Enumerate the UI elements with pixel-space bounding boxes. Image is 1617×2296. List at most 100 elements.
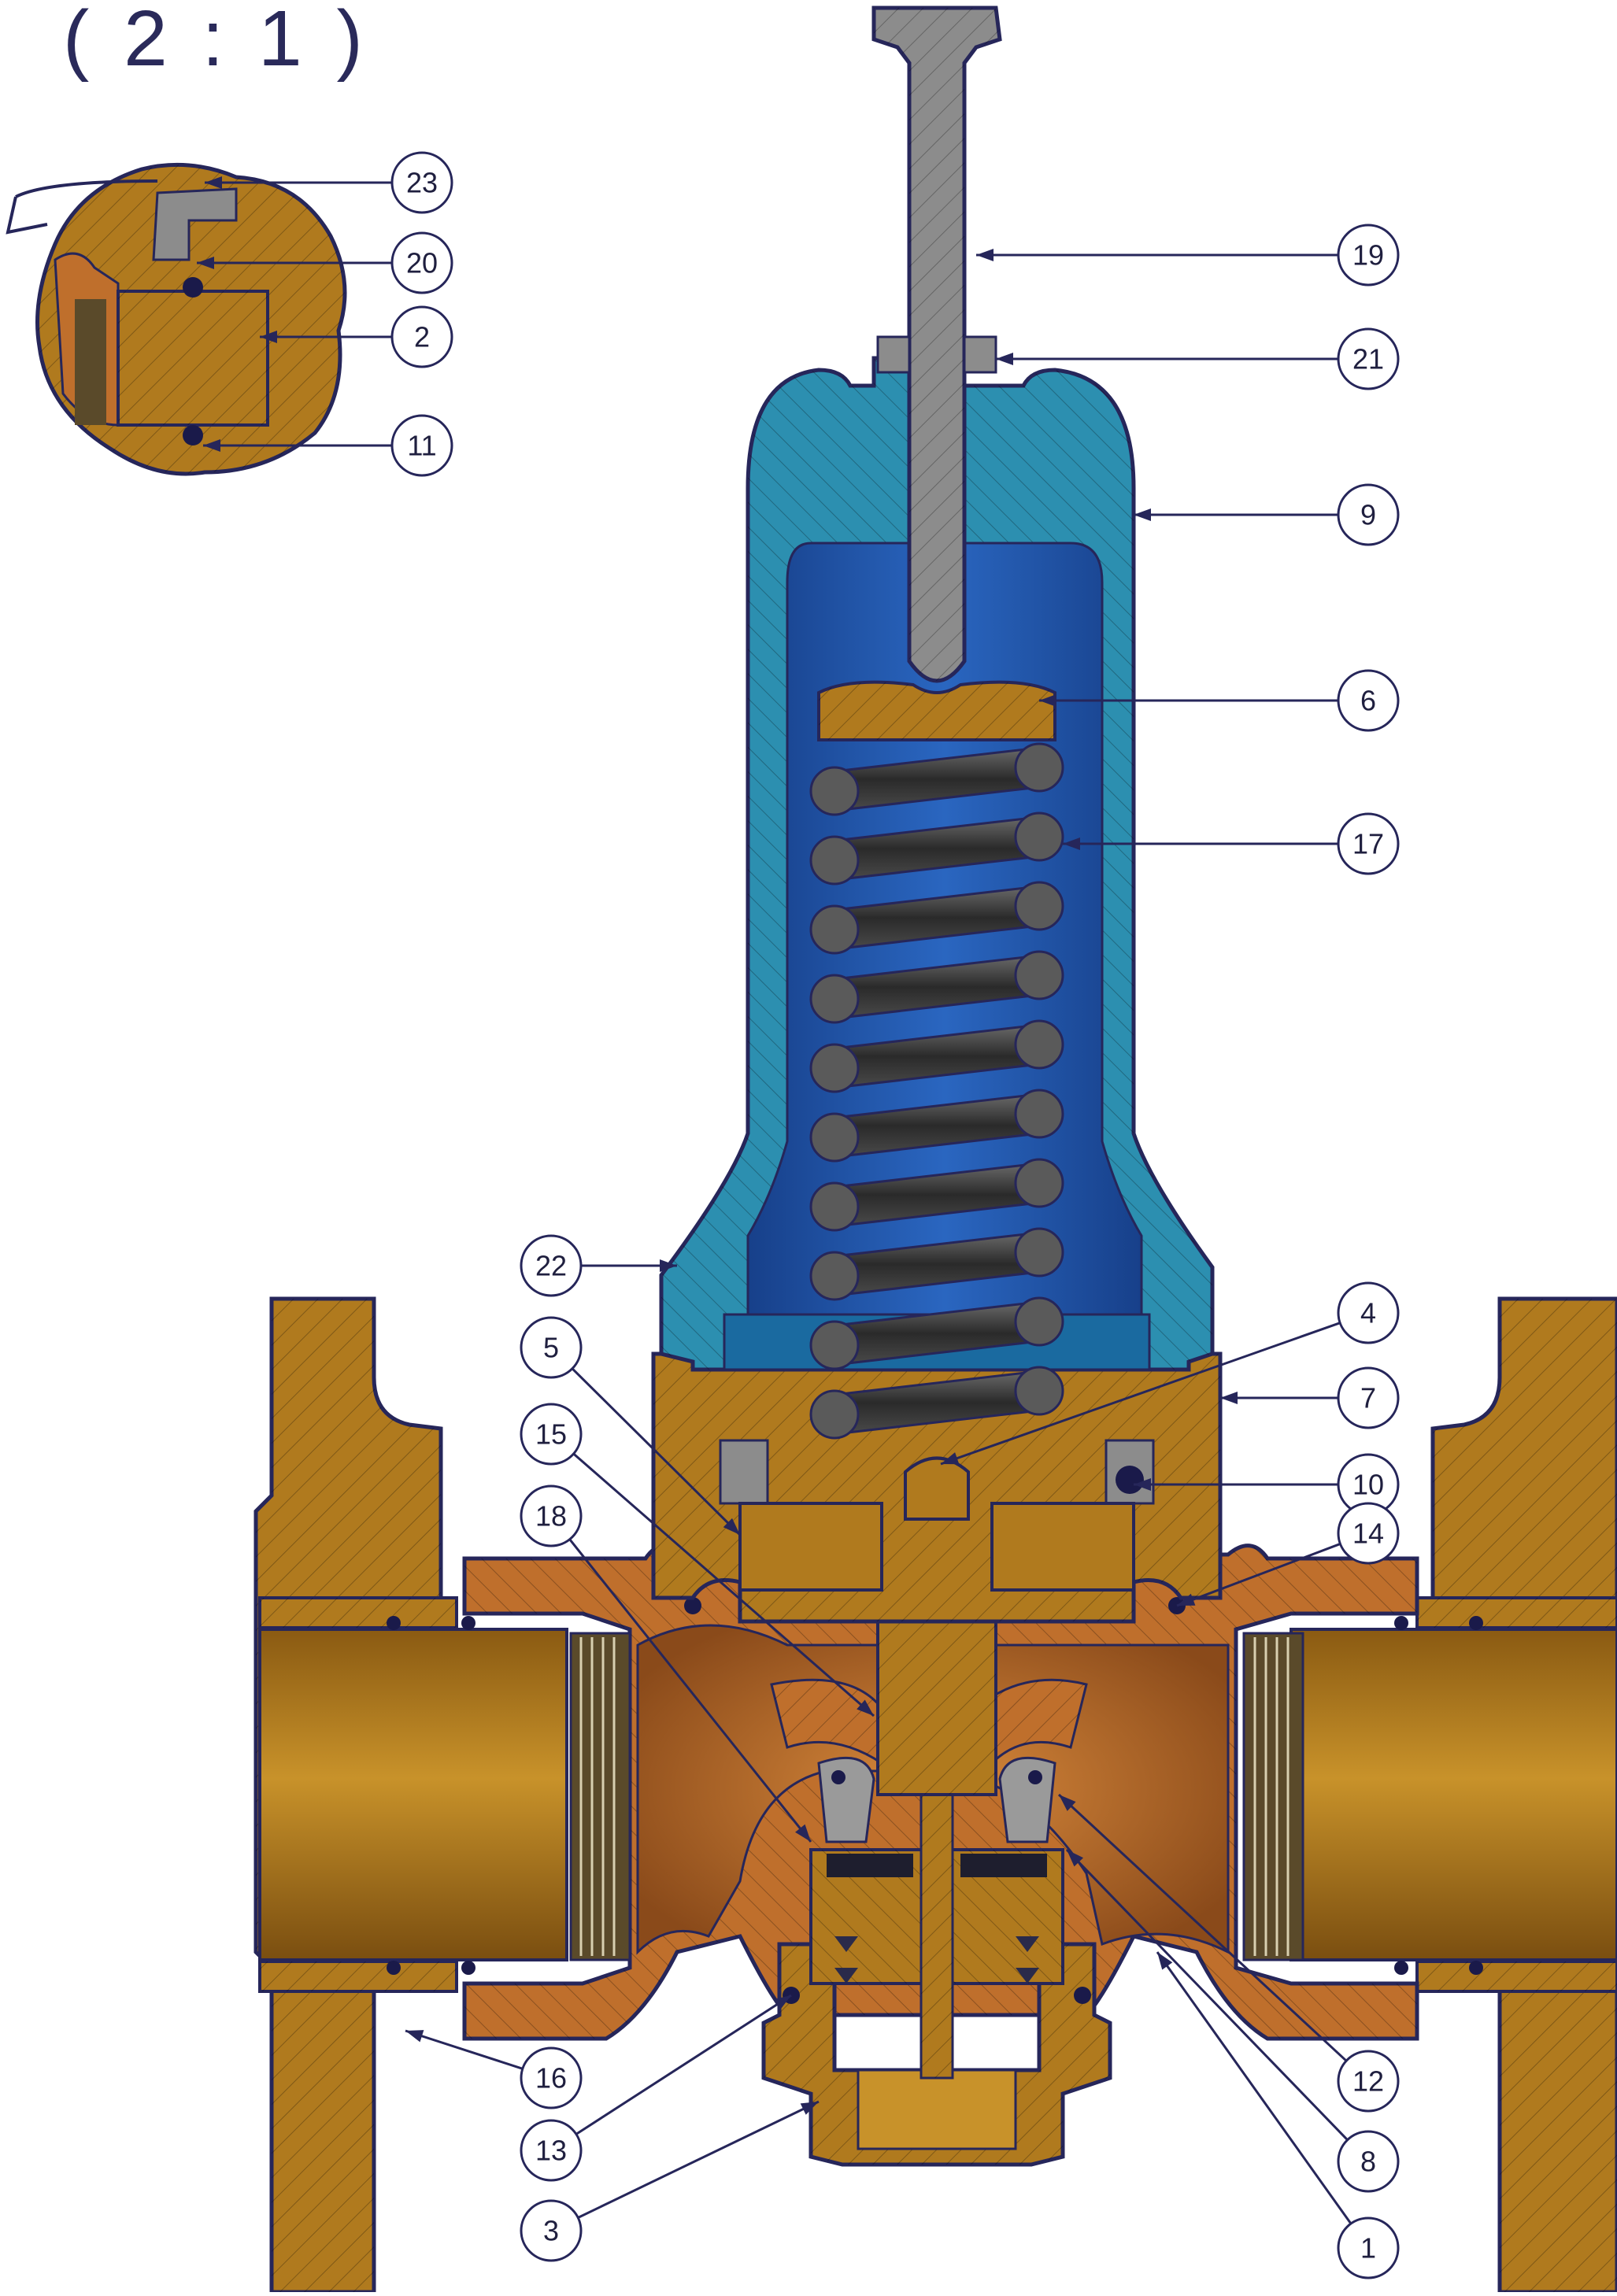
left-pipe-bore [258,1596,568,1993]
spring-coil-section-right [1014,1089,1064,1139]
callout-18: 18 [520,1484,812,1843]
callout-number: 13 [535,2135,567,2167]
spring-coil-section-right [1014,881,1064,931]
callout-13: 13 [520,1994,792,2182]
callout-circle [1337,2217,1400,2279]
callout-circle [1337,1502,1400,1565]
callout-circle [1337,1281,1400,1344]
spring-coil-section-left [809,1112,860,1163]
leader-arrowhead [1067,1850,1084,1867]
seat-rings [817,1756,1056,1843]
leader-arrowhead [723,1518,740,1535]
spring-coil-section-right [1014,742,1064,793]
callout-circle [520,2046,583,2109]
callout-number: 23 [406,167,438,199]
leader-arrowhead [1220,1392,1238,1404]
callout-circle [1337,2130,1400,2193]
callout-number: 20 [406,247,438,279]
spring-coil-section-left [809,1181,860,1232]
callout-15: 15 [520,1403,875,1717]
callout-circle [1337,812,1400,875]
callout-22: 22 [520,1234,677,1297]
leader-line [568,1538,812,1843]
leader-arrowhead [260,331,277,343]
leader-line [405,2029,524,2070]
spring-coil-section-left [809,1251,860,1301]
callout-7: 7 [1220,1366,1400,1429]
leader-arrowhead [660,1259,677,1272]
callout-circle [390,414,453,477]
callout-number: 18 [535,1500,567,1533]
callout-20: 20 [197,231,453,294]
spring-coil-section-left [809,974,860,1024]
left-strainer [569,1632,631,1961]
spring-coil-section-right [1014,950,1064,1000]
callout-14: 14 [1176,1502,1400,1607]
callout-circle [390,151,453,214]
callout-16: 16 [405,2029,583,2109]
callout-number: 15 [535,1418,567,1451]
callout-number: 22 [535,1250,567,1282]
callout-circle [520,1403,583,1466]
leader-arrowhead [795,1824,811,1842]
leader-line [577,2100,820,2219]
callout-number: 21 [1352,343,1384,375]
leader-line [575,1994,792,2135]
leader-arrowhead [857,1699,874,1716]
callout-8: 8 [1065,1848,1400,2193]
valve-stem [876,1596,997,1796]
callout-circle [520,2199,583,2262]
leader-line [1176,1543,1341,1607]
callout-number: 9 [1360,499,1376,531]
leader-arrowhead [1134,508,1151,521]
callout-23: 23 [205,151,453,214]
leader-arrowhead [1039,694,1056,707]
leader-line [1156,1951,1352,2224]
leader-arrowhead [1134,1478,1151,1491]
callout-21: 21 [996,327,1400,390]
callout-number: 4 [1360,1297,1376,1329]
callout-circle [1337,483,1400,546]
callout-circle [390,231,453,294]
leader-line [940,1322,1341,1466]
callout-number: 7 [1360,1382,1376,1414]
leader-arrowhead [205,176,222,189]
leader-arrowhead [197,257,214,269]
spring-coil-section-right [1014,1366,1064,1416]
callout-number: 1 [1360,2232,1376,2265]
adjusting-screw [871,6,1002,683]
callout-number: 19 [1352,239,1384,272]
callout-number: 17 [1352,828,1384,860]
spring-coil-section-left [809,1320,860,1370]
callout-19: 19 [976,224,1400,287]
leader-arrowhead [1157,1952,1173,1970]
spring-coil-section-right [1014,1227,1064,1277]
spring-cap [817,680,1056,741]
callout-9: 9 [1134,483,1400,546]
leader-arrowhead [800,2102,819,2115]
spring-coil-section-right [1014,1296,1064,1347]
callout-circle [1337,2050,1400,2113]
callout-number: 5 [543,1332,559,1364]
callout-12: 12 [1057,1793,1400,2113]
callout-4: 4 [940,1281,1400,1466]
bonnet [659,356,1215,1372]
callout-number: 11 [407,430,436,462]
callout-number: 8 [1360,2146,1376,2178]
spring-coil-section-left [809,904,860,955]
detail-inset [6,162,347,476]
callout-6: 6 [1039,669,1400,732]
leader-arrowhead [976,249,994,261]
callout-circle [520,1234,583,1297]
callout-2: 2 [260,305,453,368]
callout-number: 14 [1352,1518,1384,1550]
spring-housing [651,1351,1223,1624]
leader-arrowhead [1063,837,1080,850]
leader-line [1057,1793,1348,2062]
leader-arrowhead [203,439,220,452]
spring-coil-section-left [809,1389,860,1440]
leader-arrowhead [773,1995,791,2010]
